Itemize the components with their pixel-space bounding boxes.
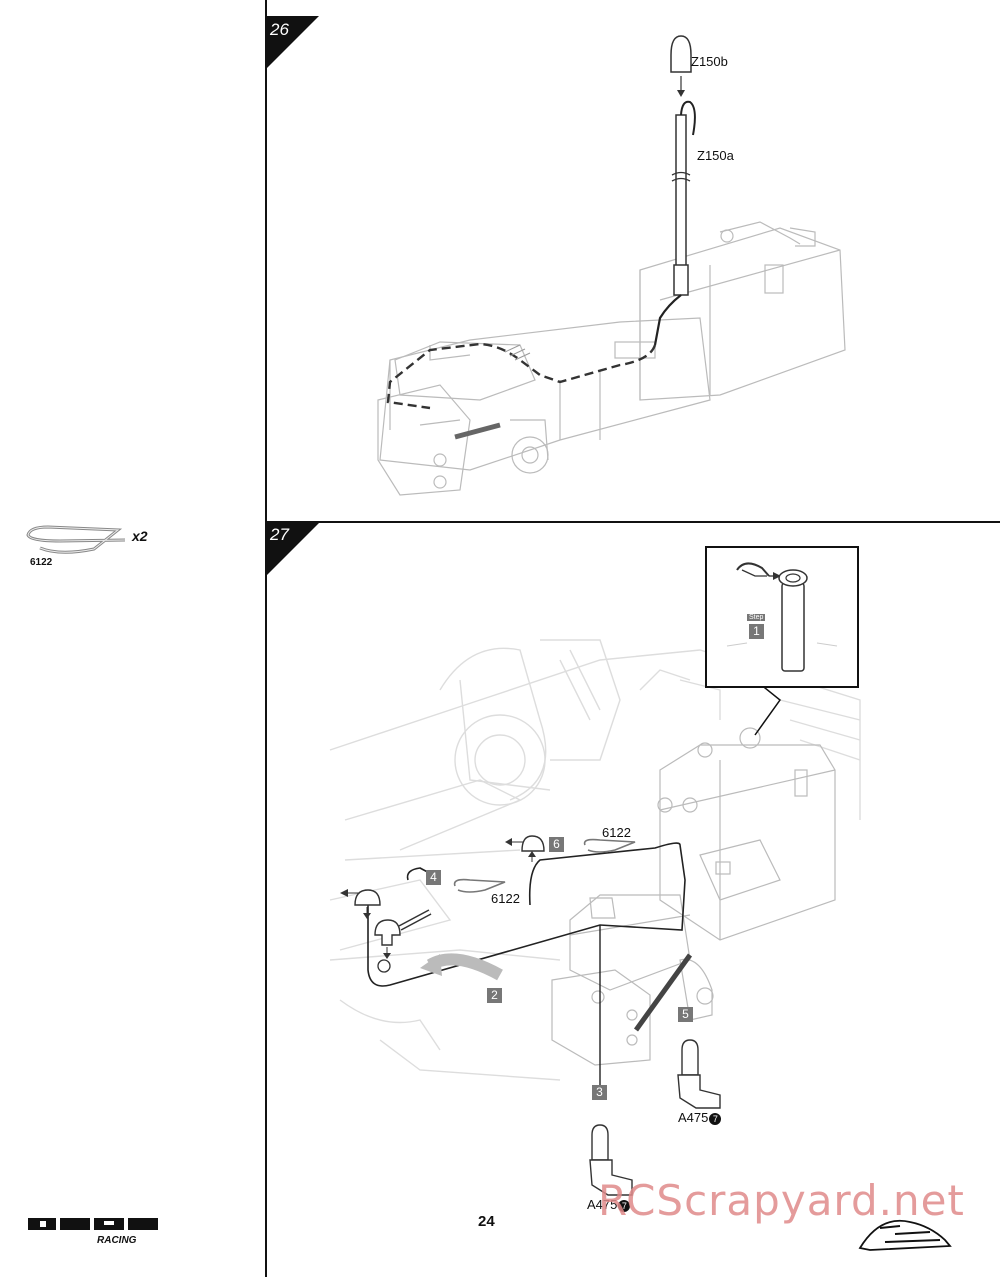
watermark: RCScrapyard.net — [598, 1176, 965, 1225]
clip-removal-detail — [726, 562, 838, 672]
clip-label-upper: 6122 — [602, 825, 631, 840]
part-quantity: x2 — [132, 528, 148, 544]
step-27-tab — [267, 523, 319, 575]
svg-text:RACING: RACING — [97, 1235, 137, 1246]
antenna-tube-label: Z150a — [697, 148, 734, 163]
clip-label-lower: 6122 — [491, 891, 520, 906]
body-clip-icon — [26, 525, 126, 554]
sub-step-4-badge: 4 — [426, 870, 441, 885]
sub-step-6-badge: 6 — [549, 837, 564, 852]
sub-step-2-badge: 2 — [487, 988, 502, 1003]
inset-step-label: Step — [747, 614, 766, 621]
page-divider-horizontal — [265, 521, 1000, 523]
antenna-cap-label: Z150b — [691, 54, 728, 69]
hpi-racing-logo: RACING — [28, 1218, 158, 1246]
sub-step-3-badge: 3 — [592, 1085, 607, 1100]
detail-inset: Step 1 — [705, 546, 859, 688]
step-26-tab — [267, 16, 319, 68]
step-27-number: 27 — [270, 525, 289, 544]
page-divider-vertical — [265, 0, 267, 1277]
step-26-number: 26 — [270, 20, 289, 39]
sub-step-1-badge: 1 — [749, 624, 764, 639]
step-26-illustration — [377, 35, 846, 496]
sidebar-part-number: 6122 — [30, 557, 53, 568]
page-number: 24 — [478, 1213, 495, 1230]
sub-step-5-badge: 5 — [678, 1007, 693, 1022]
